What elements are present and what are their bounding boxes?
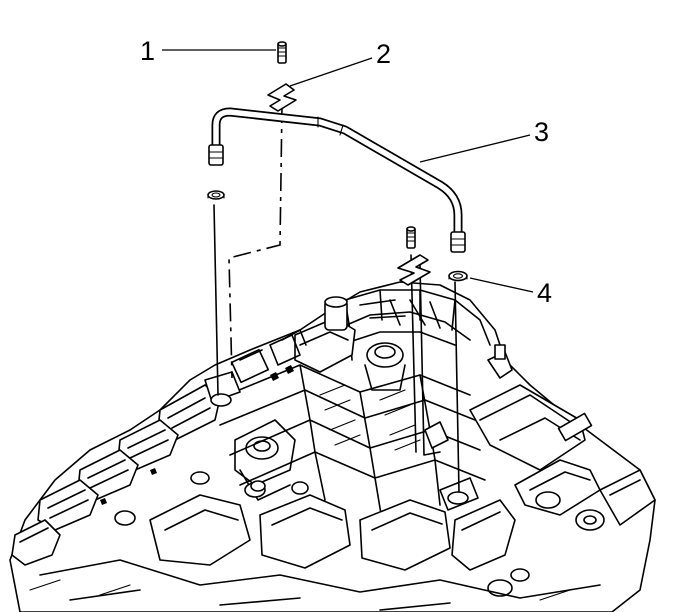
callout-2: 2 bbox=[289, 39, 391, 87]
o-ring-seal-icon bbox=[207, 190, 225, 200]
bracket-icon bbox=[267, 83, 297, 112]
vent-pipe-icon bbox=[208, 107, 466, 253]
callout-number-1: 1 bbox=[140, 36, 155, 66]
left-injector-bank bbox=[11, 348, 270, 566]
callout-number-3: 3 bbox=[534, 117, 549, 147]
callout-number-4: 4 bbox=[537, 278, 552, 308]
bolt-icon bbox=[406, 226, 416, 249]
o-ring-seal-icon bbox=[448, 270, 468, 282]
intake-manifold-icon bbox=[9, 281, 656, 612]
assembly-center-lines bbox=[213, 104, 460, 493]
callout-3: 3 bbox=[419, 117, 549, 163]
bracket-icon bbox=[397, 254, 431, 286]
callout-1: 1 bbox=[140, 36, 276, 66]
bolt-icon bbox=[277, 41, 287, 64]
callout-4: 4 bbox=[469, 277, 552, 308]
callout-number-2: 2 bbox=[376, 39, 391, 69]
